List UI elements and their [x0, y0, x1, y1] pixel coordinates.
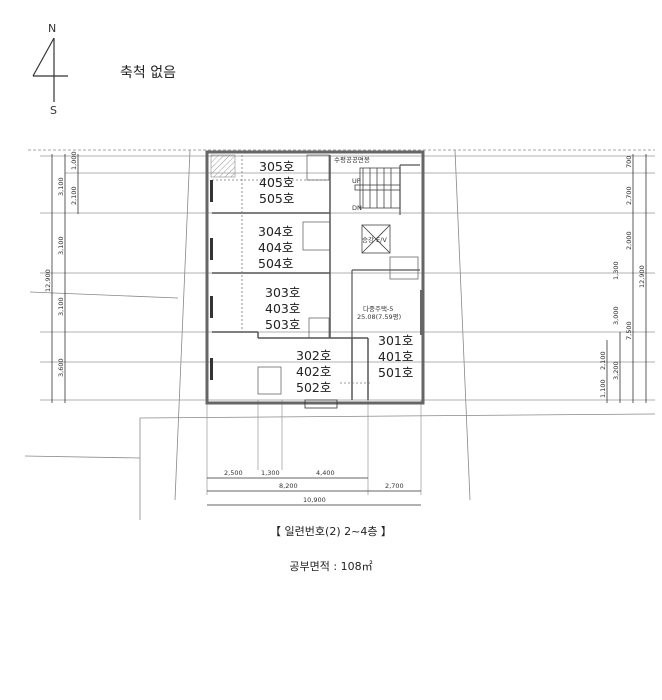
north-arrow-icon	[32, 37, 68, 102]
svg-text:301호: 301호	[378, 333, 413, 348]
dim-left-3600: 3,600	[57, 358, 65, 377]
dim-bottom-4400: 4,400	[316, 469, 335, 477]
unit-305: 305호 405호 505호	[259, 159, 294, 206]
elevator-label: 승강 E/V	[362, 235, 387, 244]
svg-text:502호: 502호	[296, 380, 331, 395]
dim-right-12900: 12,900	[638, 265, 646, 288]
dim-bottom-8200: 8,200	[279, 482, 298, 490]
svg-text:404호: 404호	[258, 240, 293, 255]
unit-301: 301호 401호 501호	[378, 333, 413, 380]
dim-bottom-10900: 10,900	[303, 496, 326, 504]
dim-right-2700: 2,700	[625, 186, 633, 205]
svg-text:303호: 303호	[265, 285, 300, 300]
dim-right-700: 700	[625, 156, 633, 168]
site-lines	[24, 149, 656, 520]
dim-bottom-2500: 2,500	[224, 469, 243, 477]
dim-left-2100: 2,100	[70, 186, 78, 205]
svg-text:302호: 302호	[296, 348, 331, 363]
dim-bottom-2700: 2,700	[385, 482, 404, 490]
building-label: 다중주택-5	[363, 304, 393, 313]
svg-text:501호: 501호	[378, 365, 413, 380]
caption-title: 【 일련번호(2) 2~4층 】	[270, 525, 392, 538]
svg-text:402호: 402호	[296, 364, 331, 379]
dim-right-3000: 3,000	[612, 306, 620, 325]
floor-plan: 1,000 2,100 3,100 3,100 12,900 3,100 3,6…	[24, 149, 656, 520]
grid-lines	[40, 155, 655, 495]
top-note: 수평공공면봉	[334, 155, 370, 164]
svg-text:403호: 403호	[265, 301, 300, 316]
right-dimensions	[606, 154, 647, 403]
caption-area: 공부면적 : 108㎡	[289, 560, 373, 573]
unit-303: 303호 403호 503호	[265, 285, 300, 332]
stair-dn-label: DN	[352, 204, 362, 212]
bottom-dimensions	[207, 477, 421, 506]
scale-note: 축척 없음	[120, 65, 176, 81]
bathrooms	[257, 154, 419, 395]
svg-text:504호: 504호	[258, 256, 293, 271]
svg-text:401호: 401호	[378, 349, 413, 364]
compass-south-label: S	[50, 104, 57, 117]
dim-right-7500: 7,500	[625, 321, 633, 340]
compass-north-label: N	[48, 22, 57, 35]
unit-304: 304호 404호 504호	[258, 224, 293, 271]
left-dimensions	[51, 154, 79, 403]
dim-bottom-1300: 1,300	[261, 469, 280, 477]
building-sub-label: 25.08(7.59평)	[357, 312, 401, 321]
unit-302: 302호 402호 502호	[296, 348, 331, 395]
compass: N S	[28, 22, 68, 117]
dim-left-1000: 1,000	[70, 151, 78, 170]
svg-text:304호: 304호	[258, 224, 293, 239]
dim-right-2000: 2,000	[625, 231, 633, 250]
svg-text:305호: 305호	[259, 159, 294, 174]
dim-right-1100: 1,100	[599, 379, 607, 398]
dim-left-3100a: 3,100	[57, 177, 65, 196]
dim-left-3100c: 3,100	[57, 297, 65, 316]
svg-text:505호: 505호	[259, 191, 294, 206]
dim-left-3100b: 3,100	[57, 236, 65, 255]
elevator-shaft	[361, 224, 391, 254]
staircase	[354, 167, 401, 209]
hatched-corner	[210, 154, 236, 178]
dim-right-1300: 1,300	[612, 261, 620, 280]
dim-right-3200: 3,200	[612, 361, 620, 380]
dim-right-2100: 2,100	[599, 351, 607, 370]
svg-text:405호: 405호	[259, 175, 294, 190]
windows	[210, 180, 424, 409]
svg-text:503호: 503호	[265, 317, 300, 332]
dim-left-12900: 12,900	[44, 269, 52, 292]
stair-up-label: UP	[352, 177, 361, 185]
